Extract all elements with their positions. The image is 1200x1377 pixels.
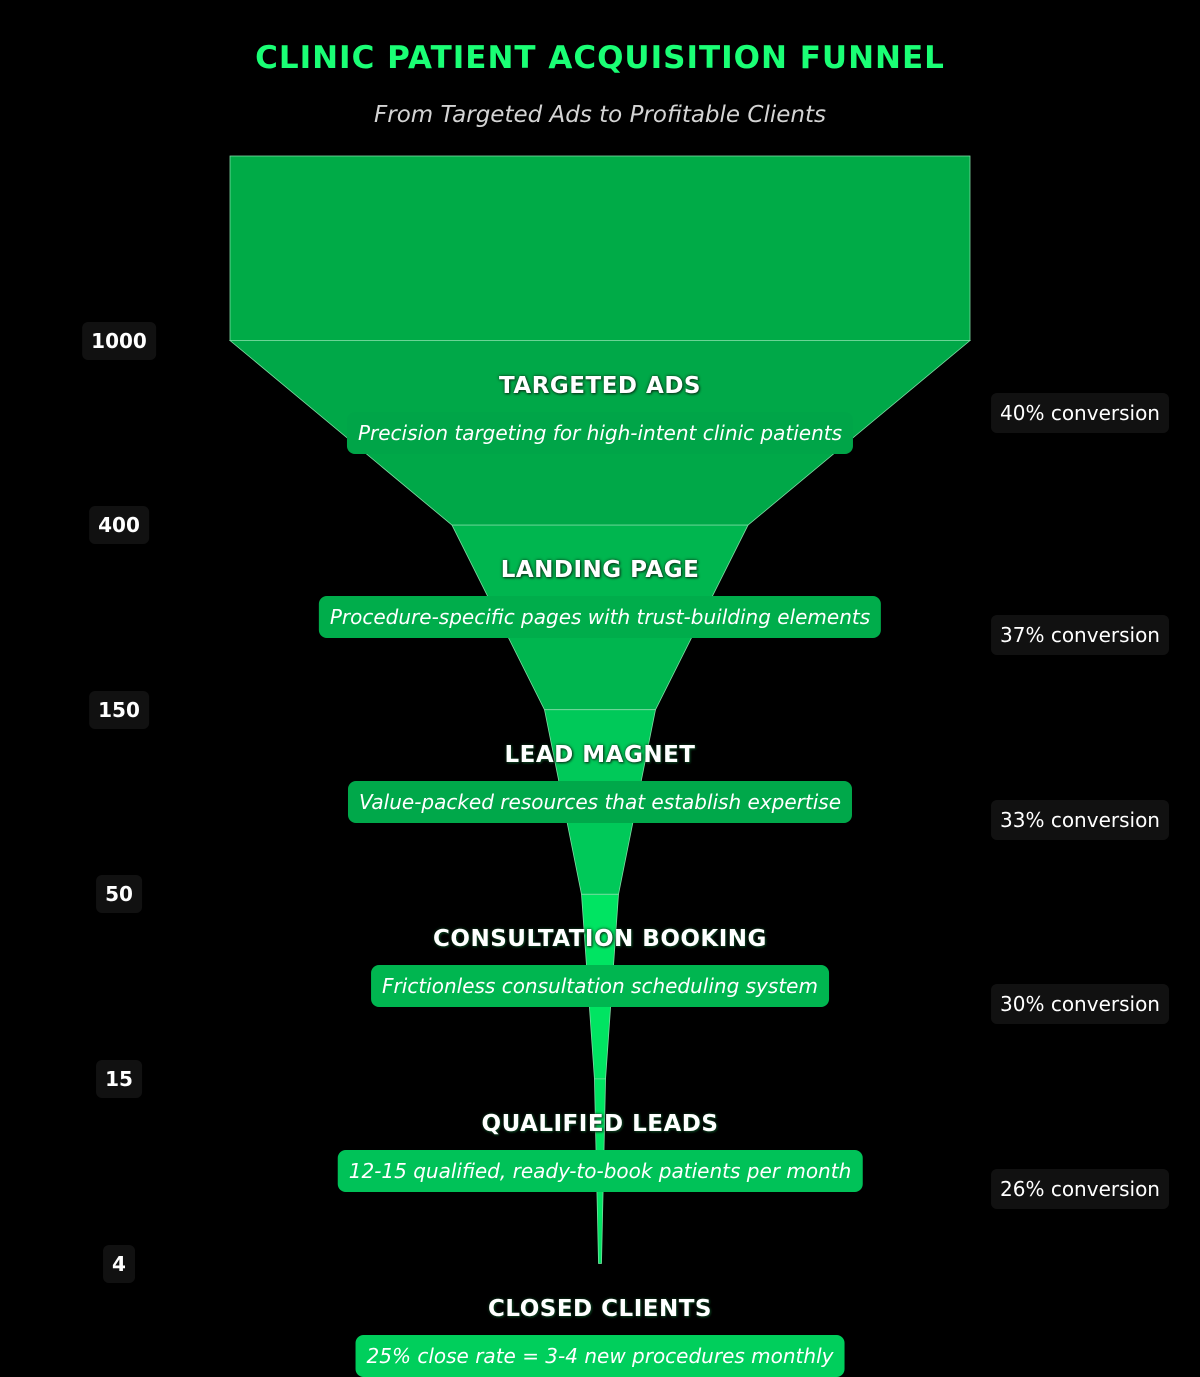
conversion-rate-badge: 33% conversion (991, 799, 1169, 840)
stage-count-badge: 50 (96, 875, 142, 914)
stage-count-badge: 1000 (82, 321, 156, 360)
stage-description: Precision targeting for high-intent clin… (346, 411, 854, 454)
stage-description: Frictionless consultation scheduling sys… (371, 965, 829, 1008)
stage-count-badge: 150 (89, 690, 149, 729)
conversion-rate-badge: 37% conversion (991, 615, 1169, 656)
stage-description: Value-packed resources that establish ex… (347, 780, 853, 823)
conversion-rate-badge: 26% conversion (991, 1168, 1169, 1209)
stage-name: LEAD MAGNET (504, 741, 696, 768)
stage-description: Procedure-specific pages with trust-buil… (318, 596, 882, 639)
stage-description: 25% close rate = 3-4 new procedures mont… (355, 1334, 845, 1377)
stage-count-badge: 15 (96, 1059, 142, 1098)
stage-count-badge: 400 (89, 506, 149, 545)
stage-description: 12-15 qualified, ready-to-book patients … (337, 1149, 863, 1192)
conversion-rate-badge: 30% conversion (991, 984, 1169, 1025)
stage-count-badge: 4 (103, 1244, 135, 1283)
page-subtitle: From Targeted Ads to Profitable Clients (374, 102, 826, 128)
stage-name: QUALIFIED LEADS (481, 1110, 719, 1137)
funnel-top-block (229, 155, 971, 341)
conversion-rate-badge: 40% conversion (991, 393, 1169, 433)
stage-name: CLOSED CLIENTS (488, 1295, 712, 1322)
page-title: CLINIC PATIENT ACQUISITION FUNNEL (255, 40, 945, 76)
stage-name: TARGETED ADS (499, 372, 701, 399)
stage-name: CONSULTATION BOOKING (433, 926, 767, 953)
stage-name: LANDING PAGE (500, 557, 700, 584)
